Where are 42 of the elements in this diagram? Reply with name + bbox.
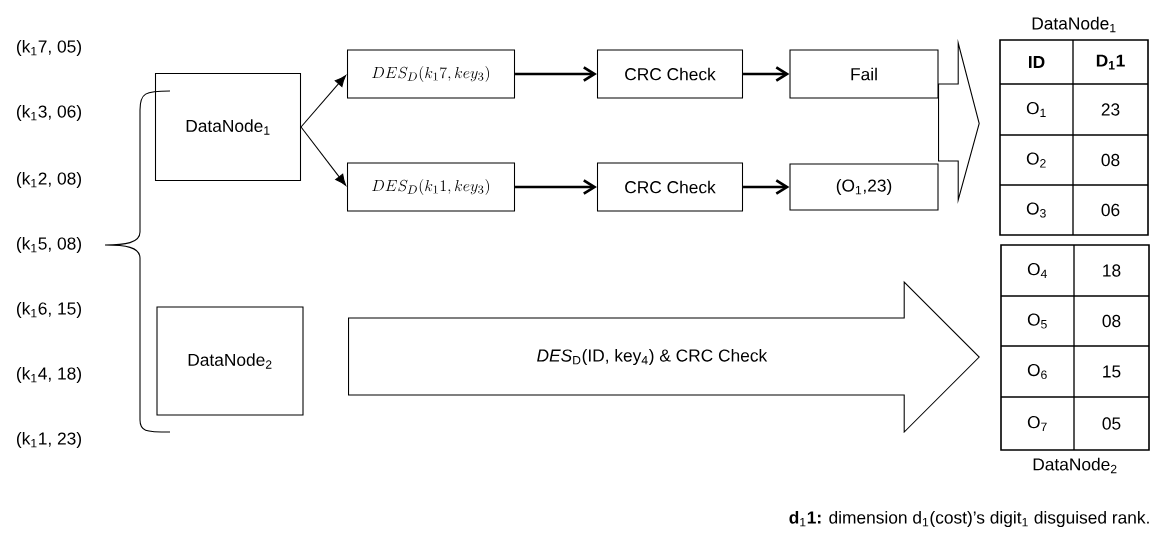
table-entry: O$_{1}$ (1026, 102, 1046, 117)
node-label: DataNode$_{1}$ (1032, 16, 1116, 33)
arrow (300, 75, 347, 128)
table-entry: 08 (1101, 153, 1120, 167)
table-entry: 06 (1101, 203, 1120, 217)
key-value-pair: (k$_{1}$4, 18) (17, 366, 81, 384)
arrow-label: DES$_{D}$(ID, key$_{4}$) & CRC Check (537, 348, 768, 366)
table-entry: 15 (1103, 365, 1121, 378)
process-box: CRC Check (596, 162, 744, 212)
table-entry: 05 (1102, 417, 1121, 430)
table-entry: 18 (1103, 264, 1121, 277)
table-entry: O$_{6}$ (1027, 363, 1047, 380)
key-value-pair: (k$_{1}$5, 08) (17, 236, 81, 254)
table-entry: O$_{3}$ (1026, 202, 1046, 218)
key-value-pair: (k$_{1}$1, 23) (17, 431, 81, 449)
column-header: ID (1029, 56, 1045, 68)
key-value-pair: (k$_{1}$6, 15) (17, 301, 81, 319)
key-value-pair: (k$_{1}$3, 06) (17, 104, 81, 122)
arrow (300, 126, 347, 186)
key-value-pair: (k$_{1}$7, 05) (17, 39, 81, 57)
column-header: D$_{1}$1 (1096, 54, 1125, 70)
table-entry: O$_{4}$ (1027, 263, 1047, 278)
arrow (515, 179, 597, 195)
process-box: $DES_{D}(k_{1}7, key_{3})$ (346, 49, 516, 99)
table-entry: 23 (1101, 103, 1120, 116)
table-entry: O$_{7}$ (1027, 416, 1047, 431)
node-label: DataNode$_{2}$ (1033, 457, 1117, 474)
footnote: d$_{1}$1: dimension d$_{1}$(cost)’s digit$_{1}$ disguised rank. (789, 510, 1149, 528)
arrow (515, 66, 597, 82)
arrow (743, 179, 790, 195)
arrow (743, 66, 790, 82)
key-value-pair: (k$_{1}$2, 08) (17, 171, 81, 189)
table-entry: O$_{2}$ (1026, 152, 1046, 168)
block-arrow (348, 280, 980, 434)
process-box: DataNode$_{2}$ (156, 306, 304, 416)
process-box: CRC Check (596, 49, 744, 99)
process-box: $DES_{D}(k_{1}1, key_{3})$ (346, 162, 516, 212)
process-box: Fail (789, 49, 939, 99)
process-box: (O$_{1}$,23) (789, 163, 939, 211)
table-entry: O$_{5}$ (1027, 313, 1047, 329)
process-box: DataNode$_{1}$ (154, 72, 302, 182)
table-entry: 08 (1102, 314, 1121, 328)
